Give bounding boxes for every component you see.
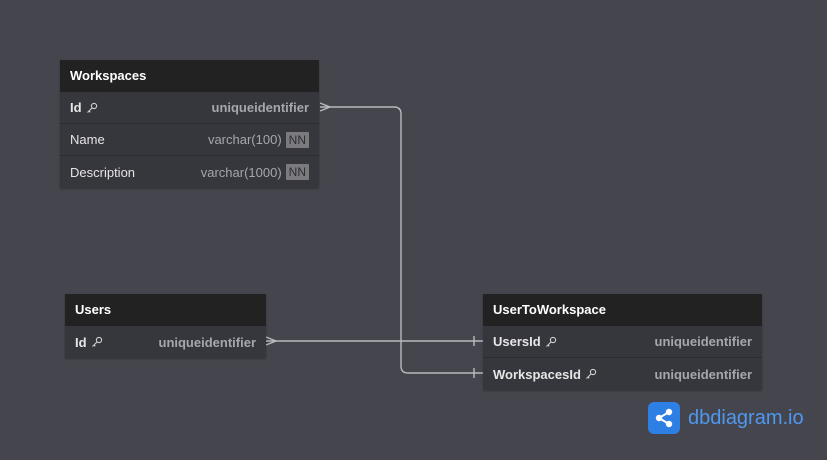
not-null-badge: NN — [285, 164, 309, 180]
field-type: varchar(1000) — [200, 164, 282, 180]
field-row-usersid[interactable]: UsersId uniqueidentifier — [483, 326, 762, 358]
field-type: uniqueidentifier — [211, 100, 310, 115]
field-name: WorkspacesId — [493, 366, 581, 382]
field-name: Id — [70, 100, 82, 115]
not-null-badge: NN — [285, 131, 309, 148]
field-row-id[interactable]: Id uniqueidentifier — [60, 92, 319, 124]
key-icon — [545, 336, 556, 347]
field-row-id[interactable]: Id uniqueidentifier — [65, 326, 266, 358]
field-type: uniqueidentifier — [654, 366, 753, 382]
table-header[interactable]: UserToWorkspace — [483, 294, 762, 326]
field-name: UsersId — [493, 334, 541, 349]
field-type: uniqueidentifier — [654, 334, 753, 349]
share-icon — [648, 402, 680, 434]
crow-foot-workspaces — [319, 102, 332, 112]
field-name: Name — [70, 132, 105, 147]
key-icon — [91, 336, 102, 347]
field-row-name[interactable]: Name varchar(100) NN — [60, 124, 319, 156]
relation-workspaces-link — [320, 106, 483, 374]
table-header[interactable]: Workspaces — [60, 60, 319, 92]
field-name: Id — [75, 334, 87, 350]
brand-watermark[interactable]: dbdiagram.io — [648, 402, 804, 434]
field-row-description[interactable]: Description varchar(1000) NN — [60, 156, 319, 188]
crow-foot-users — [265, 336, 278, 346]
table-header[interactable]: Users — [65, 294, 266, 326]
brand-name: dbdiagram.io — [688, 406, 804, 429]
field-name: Description — [70, 164, 136, 180]
table-users[interactable]: Users Id uniqueidentifier — [65, 294, 266, 358]
field-type: varchar(100) — [207, 132, 282, 147]
key-icon — [586, 368, 597, 379]
table-workspaces[interactable]: Workspaces Id uniqueidentifier Name varc… — [60, 60, 319, 188]
field-type: uniqueidentifier — [158, 334, 257, 350]
field-row-workspacesid[interactable]: WorkspacesId uniqueidentifier — [483, 358, 762, 390]
key-icon — [86, 102, 97, 113]
table-user-to-workspace[interactable]: UserToWorkspace UsersId uniqueidentifier… — [483, 294, 762, 390]
